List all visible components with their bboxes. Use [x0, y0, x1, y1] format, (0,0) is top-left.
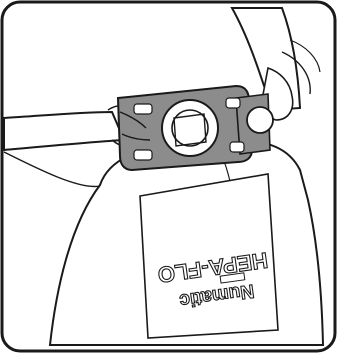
collar-slot: [230, 142, 244, 152]
collar-slot: [226, 98, 240, 108]
collar-slot: [134, 150, 152, 160]
collar-hanging-hole: [247, 107, 273, 133]
collar-slot: [134, 104, 152, 114]
